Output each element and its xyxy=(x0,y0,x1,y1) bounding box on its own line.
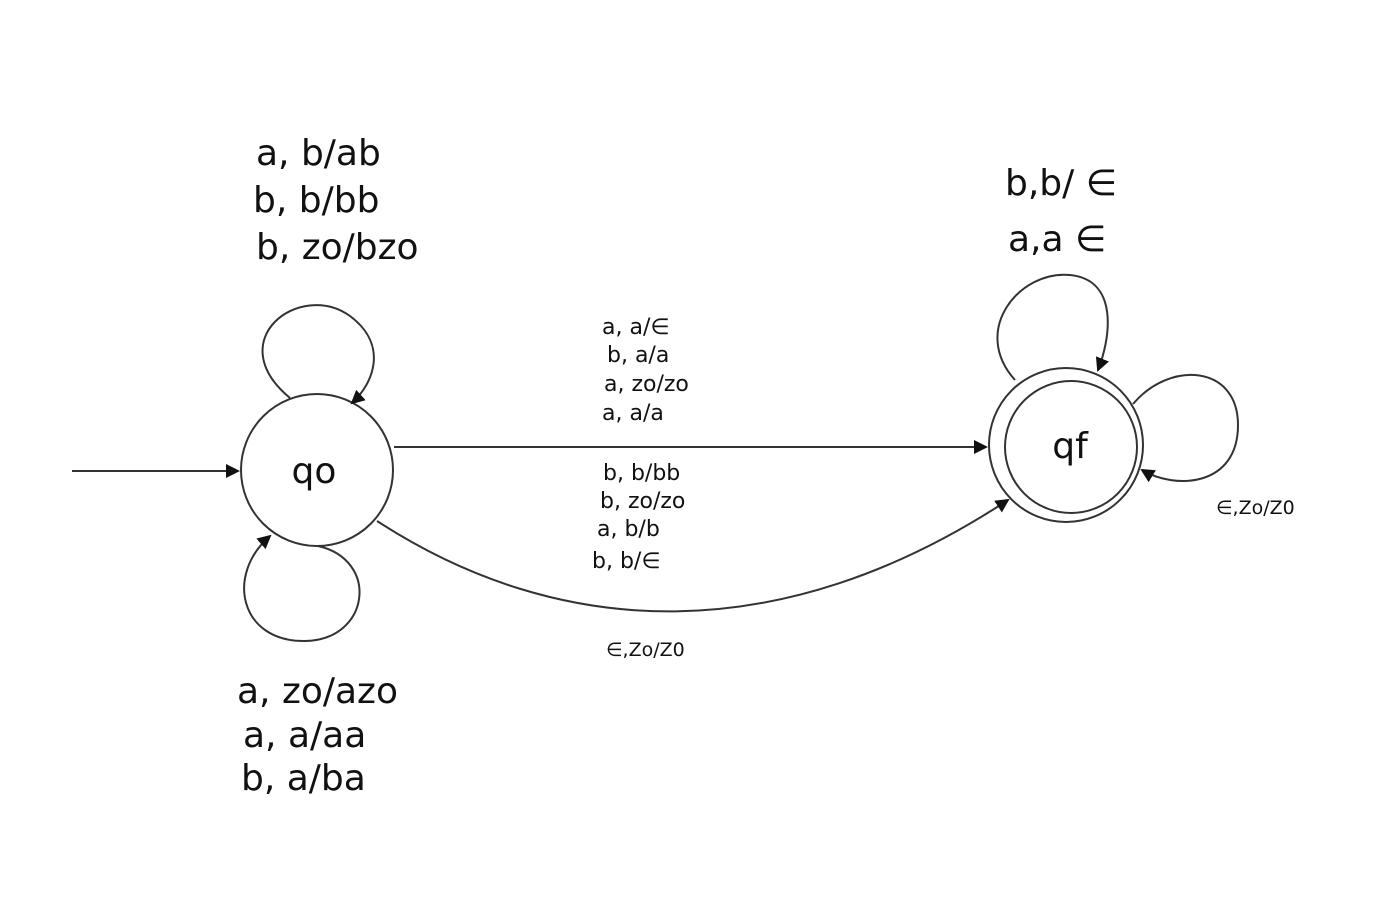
label-line: a, zo/azo xyxy=(237,671,398,712)
q0-top-loop-labels: a, b/ab b, b/bb b, zo/bzo xyxy=(253,133,419,268)
edge-straight-labels-above: a, a/∈ b, a/a a, zo/zo a, a/a xyxy=(602,315,689,426)
edge-straight-labels-below: b, b/bb b, zo/zo a, b/b b, b/∈ xyxy=(592,461,685,574)
state-qf-inner xyxy=(1004,380,1138,514)
label-line: b, a/a xyxy=(607,343,669,368)
qf-right-loop-label: ∈,Zo/Z0 xyxy=(1216,497,1295,519)
qf-top-loop-labels: b,b/ ∈ a,a ∈ xyxy=(1005,163,1117,260)
q0-top-loop xyxy=(261,304,375,405)
qf-right-loop xyxy=(1132,373,1240,483)
label-line: b, b/∈ xyxy=(592,549,661,574)
qf-top-loop xyxy=(996,273,1109,381)
label-line: a,a ∈ xyxy=(1008,219,1106,260)
label-line: a, a/∈ xyxy=(602,315,670,340)
label-line: a, a/aa xyxy=(243,715,366,756)
label-line: a, b/ab xyxy=(256,133,381,174)
label-line: a, zo/zo xyxy=(604,372,689,397)
q0-bottom-loop-labels: a, zo/azo a, a/aa b, a/ba xyxy=(237,671,398,799)
label-line: a, a/a xyxy=(602,401,664,426)
edge-q0-qf-curve xyxy=(376,498,1010,613)
label-line: b, a/ba xyxy=(241,758,366,799)
label-line: b, b/bb xyxy=(253,180,379,221)
label-line: a, b/b xyxy=(597,517,660,542)
label-line: b, b/bb xyxy=(603,461,680,486)
q0-bottom-loop xyxy=(243,534,361,643)
label-line: b,b/ ∈ xyxy=(1005,163,1117,204)
state-qf-label: qf xyxy=(1052,426,1089,467)
label-line: b, zo/zo xyxy=(600,489,685,514)
state-q0-label: qo xyxy=(292,451,337,492)
edge-curve-label: ∈,Zo/Z0 xyxy=(606,639,685,661)
label-line: b, zo/bzo xyxy=(256,227,419,268)
state-q0 xyxy=(240,393,394,547)
